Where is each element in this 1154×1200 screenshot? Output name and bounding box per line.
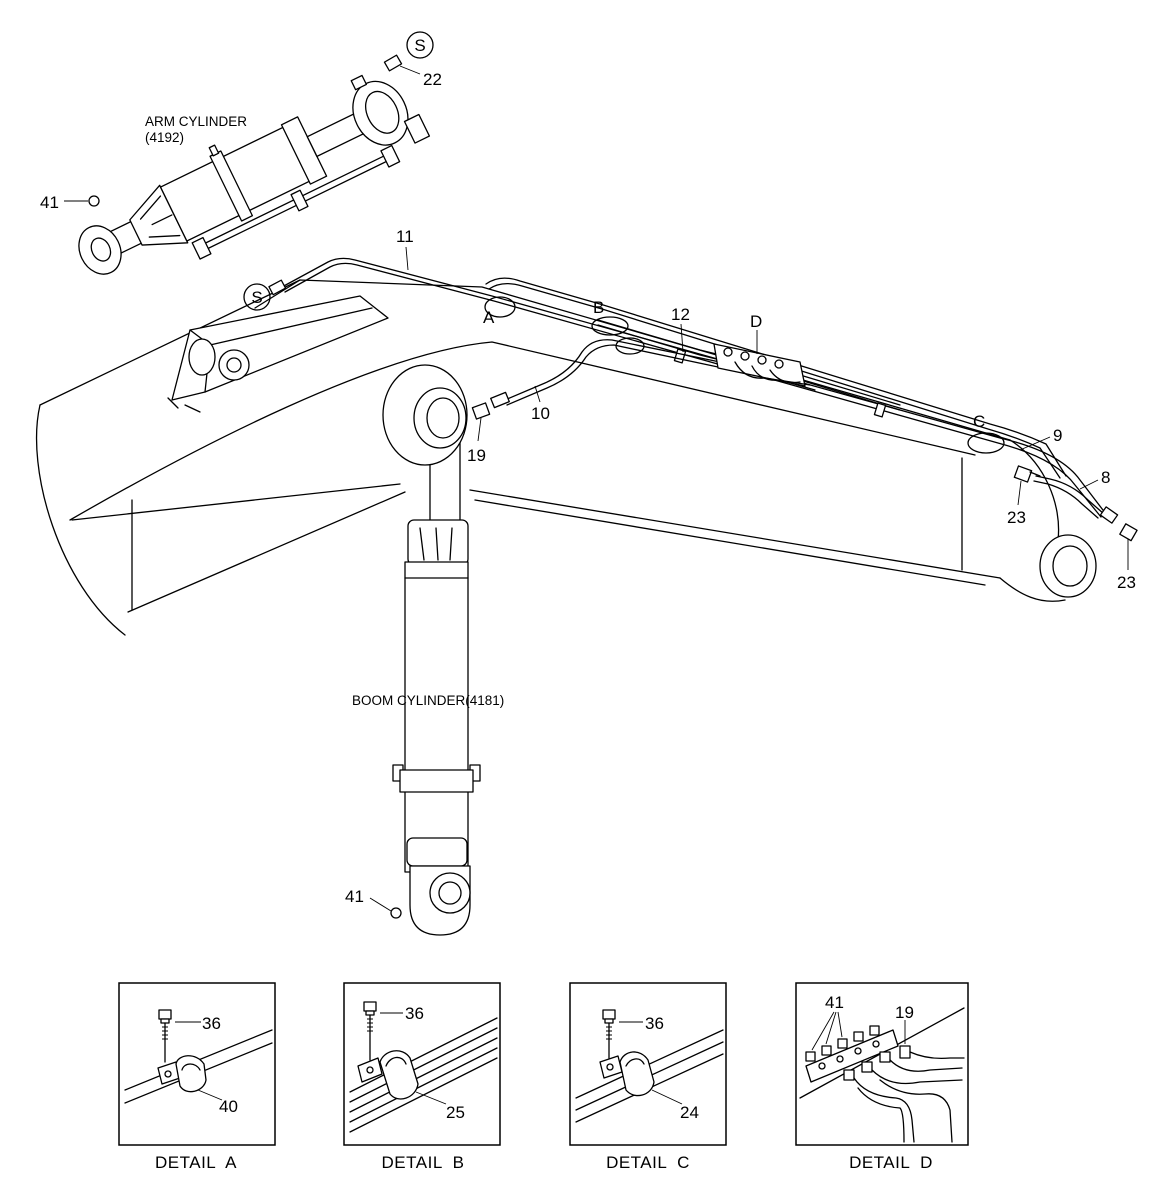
callout-b: B xyxy=(593,298,604,317)
detail-a-bolt: 36 xyxy=(202,1014,221,1033)
clamp-b2 xyxy=(615,337,645,355)
pipe-8-9 xyxy=(1033,475,1119,524)
detail-c-title: DETAIL C xyxy=(606,1153,690,1172)
service-mark-top: S xyxy=(406,31,434,59)
pipe-10 xyxy=(490,339,721,409)
detail-c: 36 24 DETAIL C xyxy=(569,982,727,1172)
detail-b-clamp: 25 xyxy=(446,1103,465,1122)
callout-41-boom: 41 xyxy=(345,887,364,906)
fitting-23-left xyxy=(1013,465,1041,483)
fitting-22 xyxy=(383,54,403,72)
boom-bracket xyxy=(167,279,389,413)
boom-cylinder xyxy=(382,364,481,936)
callout-10: 10 xyxy=(531,404,550,423)
fitting-19 xyxy=(471,402,491,420)
arm-cylinder-name: ARM CYLINDER xyxy=(145,114,247,129)
boom xyxy=(35,279,1097,636)
callout-41-arm: 41 xyxy=(40,193,59,212)
detail-d-title: DETAIL D xyxy=(849,1153,933,1172)
arm-cylinder-code: (4192) xyxy=(145,130,184,145)
detail-c-bolt: 36 xyxy=(645,1014,664,1033)
callout-8: 8 xyxy=(1101,468,1110,487)
callout-d: D xyxy=(750,312,762,331)
clamp-c xyxy=(967,432,1005,454)
callout-19: 19 xyxy=(467,446,486,465)
arm-cylinder xyxy=(78,74,431,275)
callout-c: C xyxy=(973,412,985,431)
callout-23-left: 23 xyxy=(1007,508,1026,527)
detail-d-fittings: 41 xyxy=(825,993,844,1012)
manifold-block-d xyxy=(713,343,816,391)
detail-b-bolt: 36 xyxy=(405,1004,424,1023)
callout-22: 22 xyxy=(423,70,442,89)
detail-a-title: DETAIL A xyxy=(155,1153,237,1172)
callout-9: 9 xyxy=(1053,426,1062,445)
callout-23-right: 23 xyxy=(1117,573,1136,592)
clamp-a xyxy=(484,296,516,318)
detail-b-title: DETAIL B xyxy=(382,1153,465,1172)
detail-d-connector: 19 xyxy=(895,1003,914,1022)
service-mark-boom: S xyxy=(243,283,271,311)
svg-text:S: S xyxy=(251,288,262,307)
boom-cylinder-label: BOOM CYLINDER(4181) xyxy=(352,693,504,708)
detail-b: 36 25 DETAIL B xyxy=(343,982,501,1172)
clamp-b xyxy=(591,316,629,336)
callout-a: A xyxy=(483,308,495,327)
fitting-41-boom xyxy=(390,907,402,919)
detail-a: 36 40 DETAIL A xyxy=(118,982,276,1172)
detail-c-clamp: 24 xyxy=(680,1103,699,1122)
fitting-23-right xyxy=(1119,523,1138,542)
callout-12: 12 xyxy=(671,305,690,324)
detail-a-clamp: 40 xyxy=(219,1097,238,1116)
fitting-41-arm xyxy=(88,195,100,207)
detail-d: 41 19 DETAIL D xyxy=(795,982,969,1172)
svg-text:S: S xyxy=(414,36,425,55)
callout-11: 11 xyxy=(396,227,414,246)
